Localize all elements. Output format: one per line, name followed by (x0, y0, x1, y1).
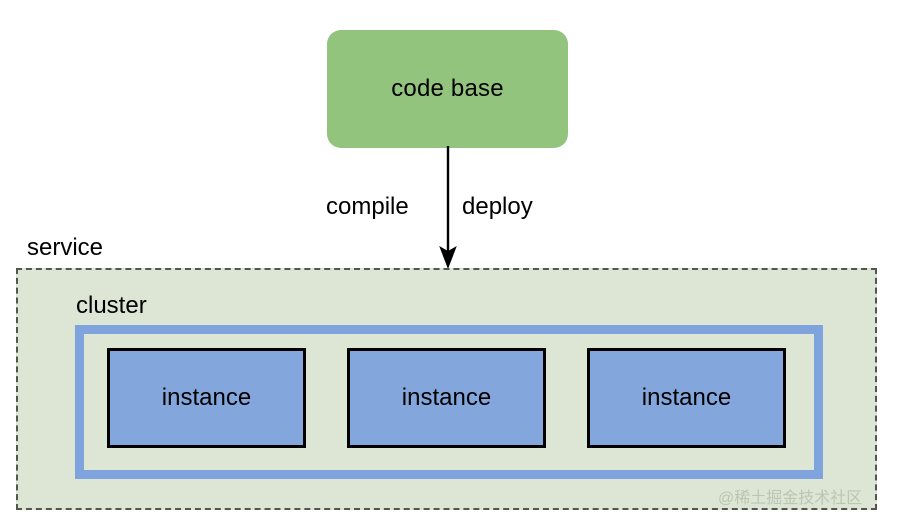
instance-node[interactable]: instance (587, 348, 786, 448)
watermark: @稀土掘金技术社区 (718, 490, 863, 507)
cluster-label: cluster (76, 292, 147, 319)
service-label: service (27, 234, 104, 261)
down-arrow-icon (439, 146, 457, 269)
instance-label: instance (401, 384, 492, 411)
code-base-label: code base (391, 75, 504, 102)
compile-edge-label: compile (326, 193, 409, 220)
instance-node[interactable]: instance (347, 348, 546, 448)
instance-label: instance (161, 384, 252, 411)
code-base-node[interactable]: code base (327, 30, 568, 148)
instance-node[interactable]: instance (107, 348, 306, 448)
deploy-edge-label: deploy (462, 193, 533, 220)
instance-label: instance (641, 384, 732, 411)
